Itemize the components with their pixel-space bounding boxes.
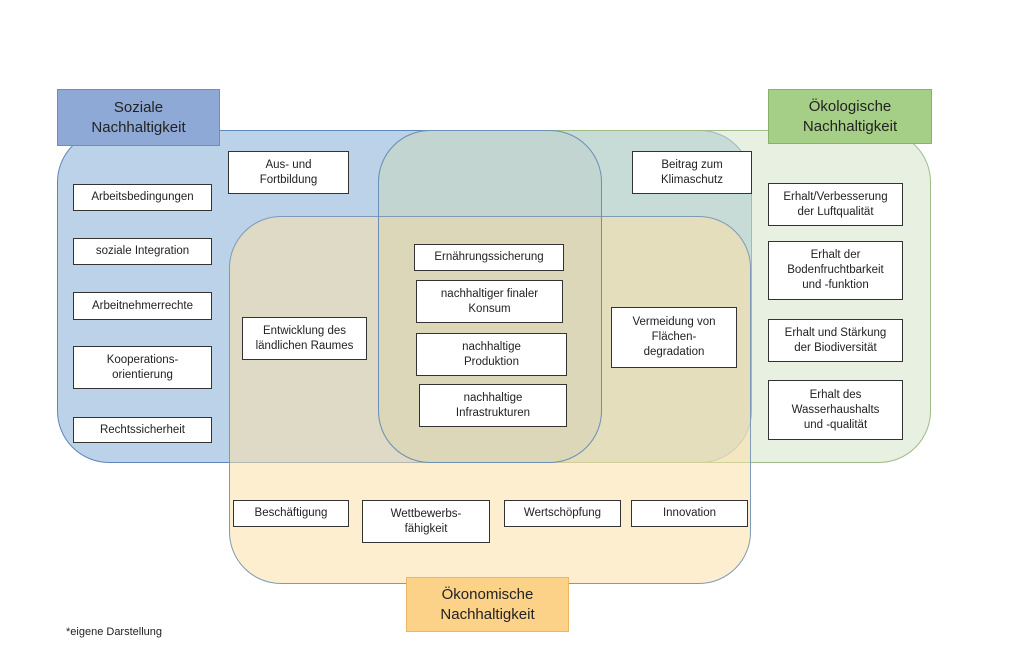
eco-item-wasserhaushalt: Erhalt des Wasserhaushalts und -qualität: [768, 380, 903, 440]
econ-item-beschaeftigung: Beschäftigung: [233, 500, 349, 527]
social-item-arbeitsbedingungen: Arbeitsbedingungen: [73, 184, 212, 211]
social-item-rechtssicherheit: Rechtssicherheit: [73, 417, 212, 443]
core-item-nachhaltige-infrastrukturen: nachhaltige Infrastrukturen: [419, 384, 567, 427]
eco-item-luftqualitaet: Erhalt/Verbesserung der Luftqualität: [768, 183, 903, 226]
social-item-arbeitnehmerrechte: Arbeitnehmerrechte: [73, 292, 212, 320]
social-item-kooperationsorientierung: Kooperations- orientierung: [73, 346, 212, 389]
item-entwicklung-laendlicher-raum: Entwicklung des ländlichen Raumes: [242, 317, 367, 360]
item-aus-und-fortbildung: Aus- und Fortbildung: [228, 151, 349, 194]
social-item-soziale-integration: soziale Integration: [73, 238, 212, 265]
econ-item-wertschoepfung: Wertschöpfung: [504, 500, 621, 527]
eco-item-biodiversitaet: Erhalt und Stärkung der Biodiversität: [768, 319, 903, 362]
economic-header-text: Ökonomische Nachhaltigkeit: [440, 585, 535, 623]
item-vermeidung-flaechendegradation: Vermeidung von Flächen- degradation: [611, 307, 737, 368]
economic-sustainability-header: Ökonomische Nachhaltigkeit: [406, 577, 569, 632]
core-item-ernaehrungssicherung: Ernährungssicherung: [414, 244, 564, 271]
core-item-nachhaltige-produktion: nachhaltige Produktion: [416, 333, 567, 376]
item-beitrag-klimaschutz: Beitrag zum Klimaschutz: [632, 151, 752, 194]
social-header-text: Soziale Nachhaltigkeit: [91, 98, 186, 136]
eco-item-bodenfruchtbarkeit: Erhalt der Bodenfruchtbarkeit und -funkt…: [768, 241, 903, 300]
econ-item-wettbewerbsfaehigkeit: Wettbewerbs- fähigkeit: [362, 500, 490, 543]
ecological-sustainability-header: Ökologische Nachhaltigkeit: [768, 89, 932, 144]
core-item-nachhaltiger-konsum: nachhaltiger finaler Konsum: [416, 280, 563, 323]
ecological-header-text: Ökologische Nachhaltigkeit: [802, 97, 898, 135]
econ-item-innovation: Innovation: [631, 500, 748, 527]
social-sustainability-header: Soziale Nachhaltigkeit: [57, 89, 220, 146]
footnote: *eigene Darstellung: [66, 626, 163, 638]
